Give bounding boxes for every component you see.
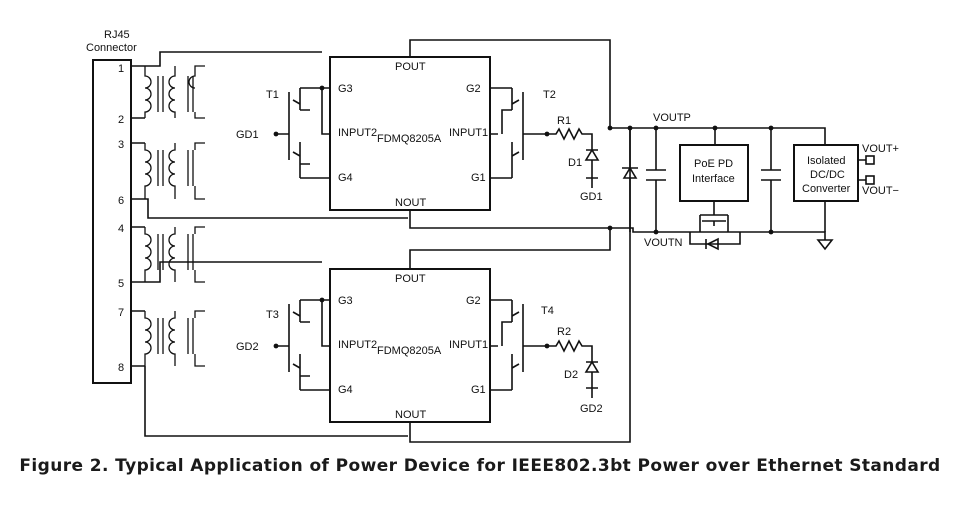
transformers bbox=[144, 51, 408, 437]
bridge-2-pin-input1: INPUT1 bbox=[449, 339, 488, 351]
connector-pin: 3 bbox=[118, 139, 124, 151]
bridge-2: FDMQ8205A POUT NOUT G3 INPUT2 G4 G2 INPU… bbox=[236, 128, 631, 443]
bridge-2-gate-left: GD2 bbox=[236, 341, 259, 353]
bridge-1-gate-left: GD1 bbox=[236, 129, 259, 141]
bridge-2-diode-label: GD2 bbox=[580, 403, 603, 415]
converter-line2: DC/DC bbox=[810, 169, 845, 181]
connector-pin: 8 bbox=[118, 362, 124, 374]
bridge-1-diode-label: GD1 bbox=[580, 191, 603, 203]
bridge-2-chip bbox=[329, 268, 491, 423]
connector-pin: 6 bbox=[118, 195, 124, 207]
figure-caption: Figure 2. Typical Application of Power D… bbox=[19, 456, 941, 476]
bridge-2-pin-pout: POUT bbox=[395, 273, 426, 285]
connector-title-line2: Connector bbox=[86, 42, 137, 54]
bridge-1-pin-g1: G1 bbox=[471, 172, 486, 184]
connector-pin: 7 bbox=[118, 307, 124, 319]
bridge-1-diode: D1 bbox=[568, 157, 582, 169]
dc-dc-converter-block bbox=[793, 144, 859, 202]
bridge-1-pin-g4: G4 bbox=[338, 172, 353, 184]
bridge-2-diode: D2 bbox=[564, 369, 578, 381]
bridge-2-resistor: R2 bbox=[557, 326, 571, 338]
bridge-1-chip-label: FDMQ8205A bbox=[377, 133, 442, 145]
bridge-1-pin-g2: G2 bbox=[466, 83, 481, 95]
pd-interface-line2: Interface bbox=[692, 173, 735, 185]
bridge-2-chip-label: FDMQ8205A bbox=[377, 345, 442, 357]
bridge-2-pin-g2: G2 bbox=[466, 295, 481, 307]
connector-pin: 5 bbox=[118, 278, 124, 290]
vout-minus-terminal bbox=[865, 175, 875, 185]
converter-line1: Isolated bbox=[807, 155, 846, 167]
converter-line3: Converter bbox=[802, 183, 851, 195]
bridge-1-transistor-left: T1 bbox=[266, 89, 279, 101]
bridge-2-pin-nout: NOUT bbox=[395, 409, 426, 421]
connector-pin: 1 bbox=[118, 63, 124, 75]
bridge-1-chip bbox=[329, 56, 491, 211]
rail-voutp-label: VOUTP bbox=[653, 112, 691, 124]
bridge-2-pin-g1: G1 bbox=[471, 384, 486, 396]
connector-body bbox=[92, 59, 132, 384]
bridge-2-pin-g3: G3 bbox=[338, 295, 353, 307]
bridge-1-pin-input2: INPUT2 bbox=[338, 127, 377, 139]
bridge-2-transistor-right: T4 bbox=[541, 305, 554, 317]
vout-minus-label: VOUT− bbox=[862, 185, 899, 197]
bridge-1-pin-pout: POUT bbox=[395, 61, 426, 73]
connector-pin: 2 bbox=[118, 114, 124, 126]
bridge-1-pin-g3: G3 bbox=[338, 83, 353, 95]
bridge-1-transistor-right: T2 bbox=[543, 89, 556, 101]
output-stage: VOUTP VOUTN PoE PD Interface Isolated DC… bbox=[607, 112, 899, 251]
rj45-connector: RJ45 Connector 1 2 3 6 4 5 7 8 bbox=[86, 29, 145, 384]
bridge-1-resistor: R1 bbox=[557, 115, 571, 127]
pd-interface-line1: PoE PD bbox=[694, 158, 733, 170]
bridge-1: FDMQ8205A POUT NOUT G3 INPUT2 G4 G2 INPU… bbox=[236, 39, 611, 229]
vout-plus-terminal bbox=[865, 155, 875, 165]
vout-plus-label: VOUT+ bbox=[862, 143, 899, 155]
connector-title-line1: RJ45 bbox=[104, 29, 130, 41]
bridge-2-pin-input2: INPUT2 bbox=[338, 339, 377, 351]
bridge-1-pin-input1: INPUT1 bbox=[449, 127, 488, 139]
bridge-1-pin-nout: NOUT bbox=[395, 197, 426, 209]
bridge-2-pin-g4: G4 bbox=[338, 384, 353, 396]
connector-pin: 4 bbox=[118, 223, 124, 235]
bridge-2-transistor-left: T3 bbox=[266, 309, 279, 321]
rail-voutn-label: VOUTN bbox=[644, 237, 683, 249]
